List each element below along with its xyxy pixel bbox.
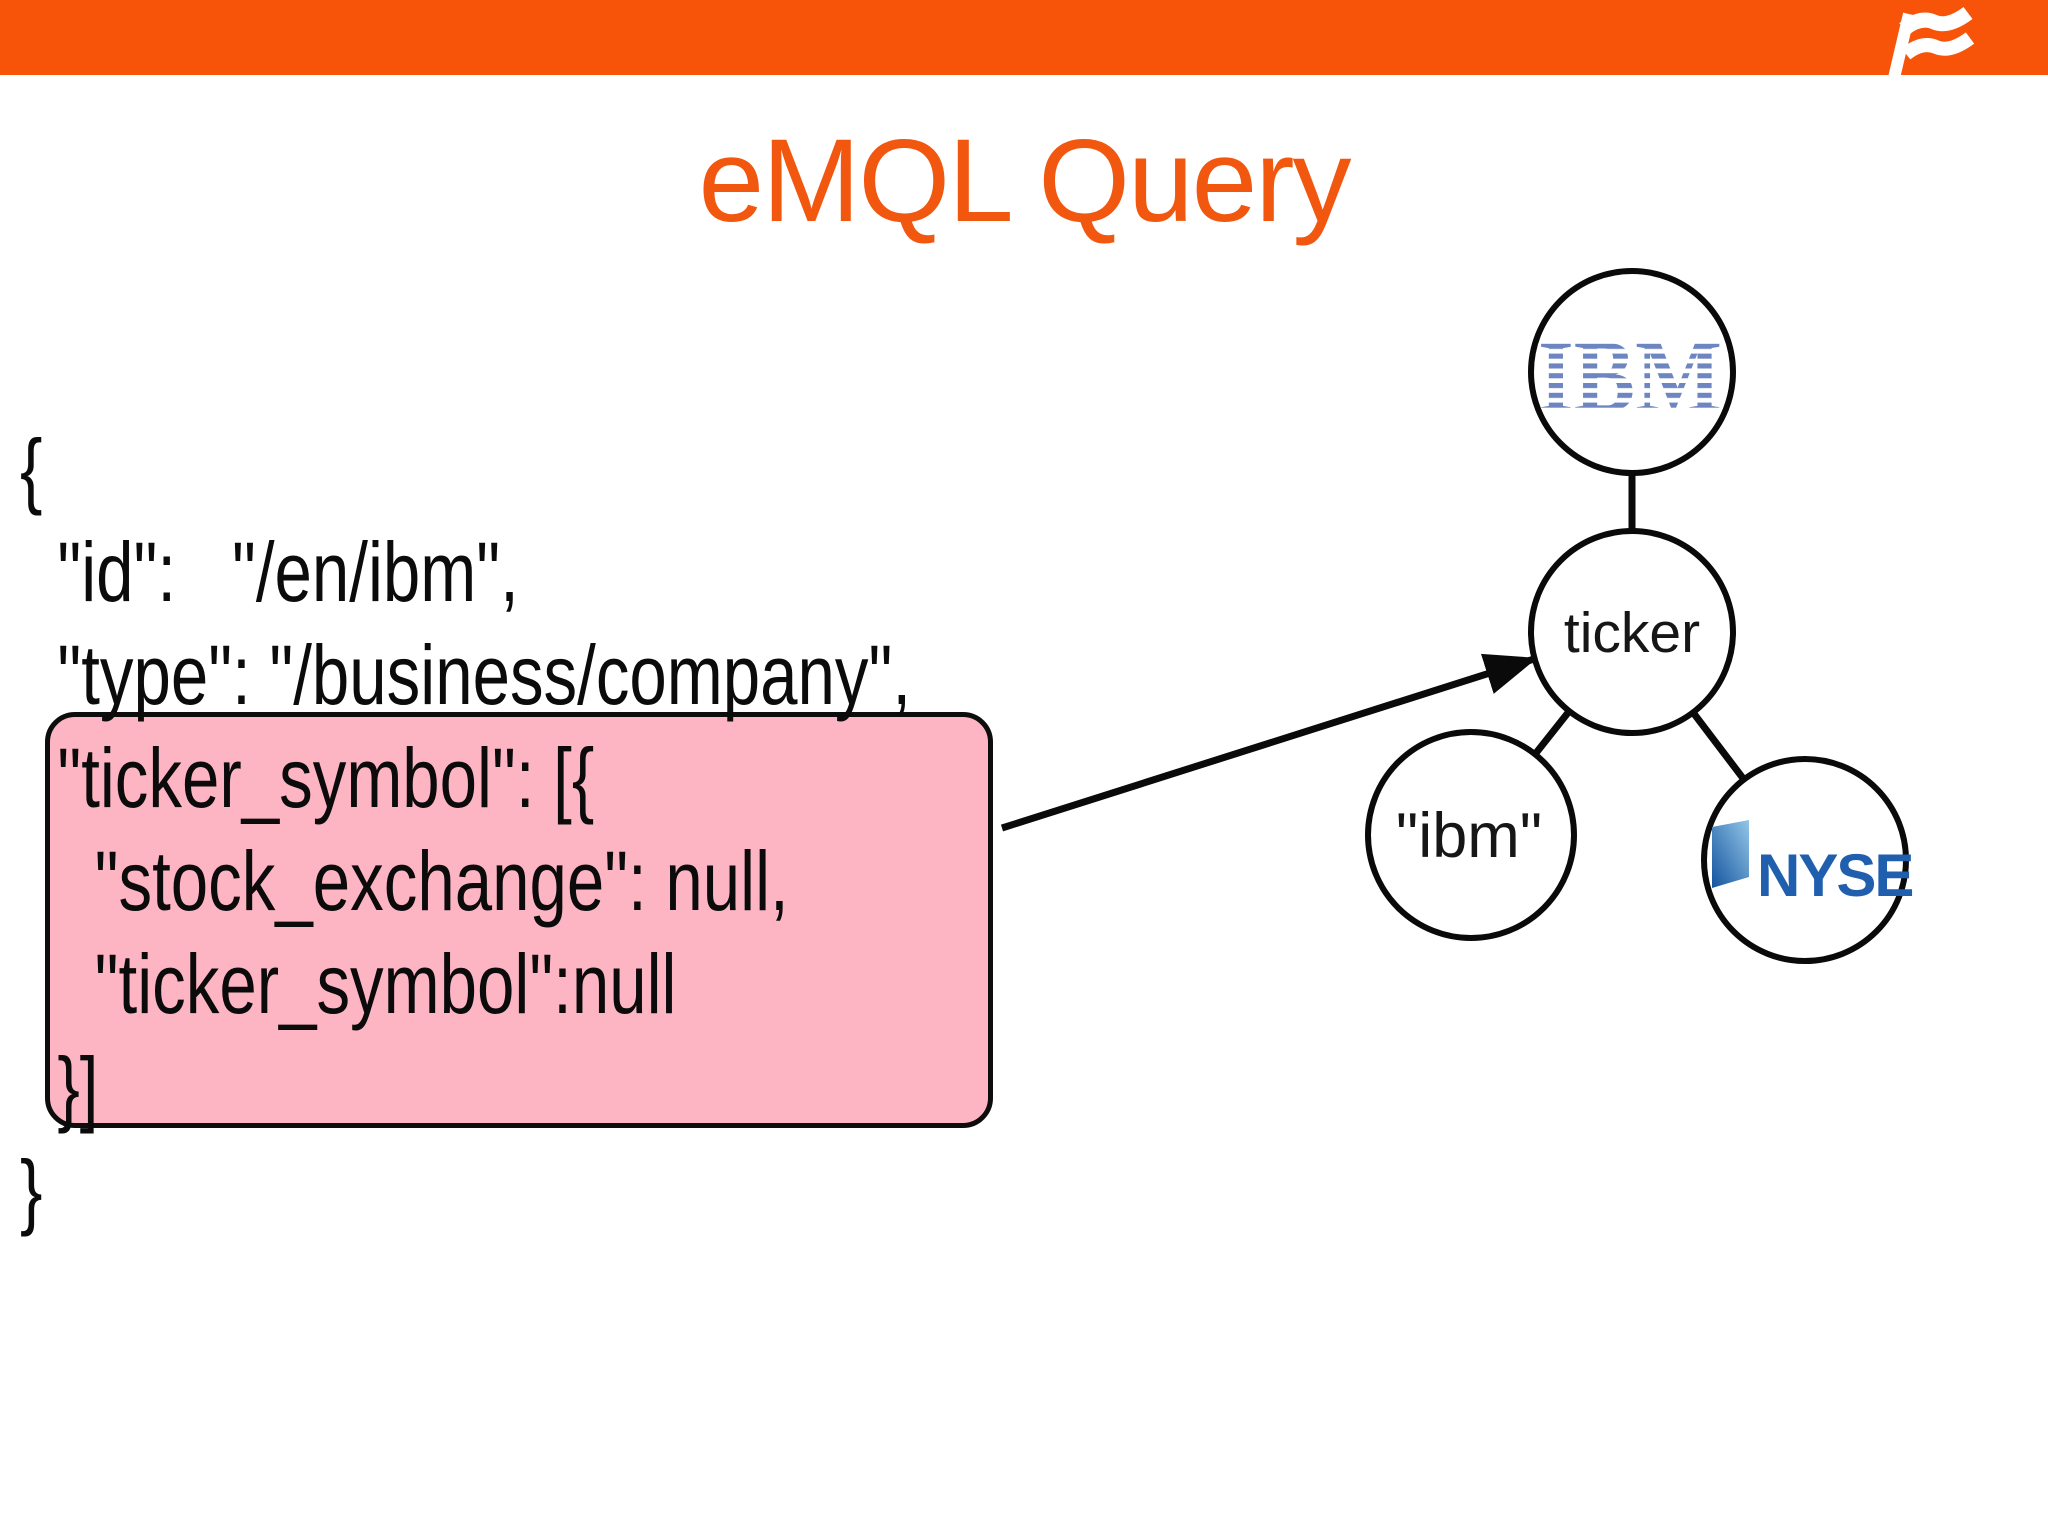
edge-property-exchange: [1629, 629, 1808, 863]
edge-property-symbol: [1468, 629, 1635, 838]
highlight-box: [45, 712, 993, 1128]
highlight-arrow: [1000, 653, 1538, 832]
flag-band-bottom: [1901, 32, 1975, 60]
node-property-circle: [1528, 528, 1736, 736]
header-bar: [0, 0, 2048, 75]
node-property-label: ticker: [1564, 601, 1700, 665]
node-symbol-circle: [1365, 729, 1577, 941]
node-company-circle: [1528, 268, 1736, 476]
node-symbol-label: "ibm": [1396, 801, 1542, 871]
freebase-flag-icon: [1888, 6, 1975, 80]
flag-band-top: [1899, 6, 1973, 35]
mql-query-code: { "id": "/en/ibm", "type": "/business/co…: [20, 422, 912, 1237]
ibm-logo: IBM: [1538, 319, 1722, 434]
nyse-logo-mark-icon: [1712, 820, 1749, 888]
node-exchange-circle: [1701, 756, 1909, 964]
nyse-logo-text: NYSE: [1757, 842, 1912, 909]
page-title: eMQL Query: [698, 115, 1351, 247]
